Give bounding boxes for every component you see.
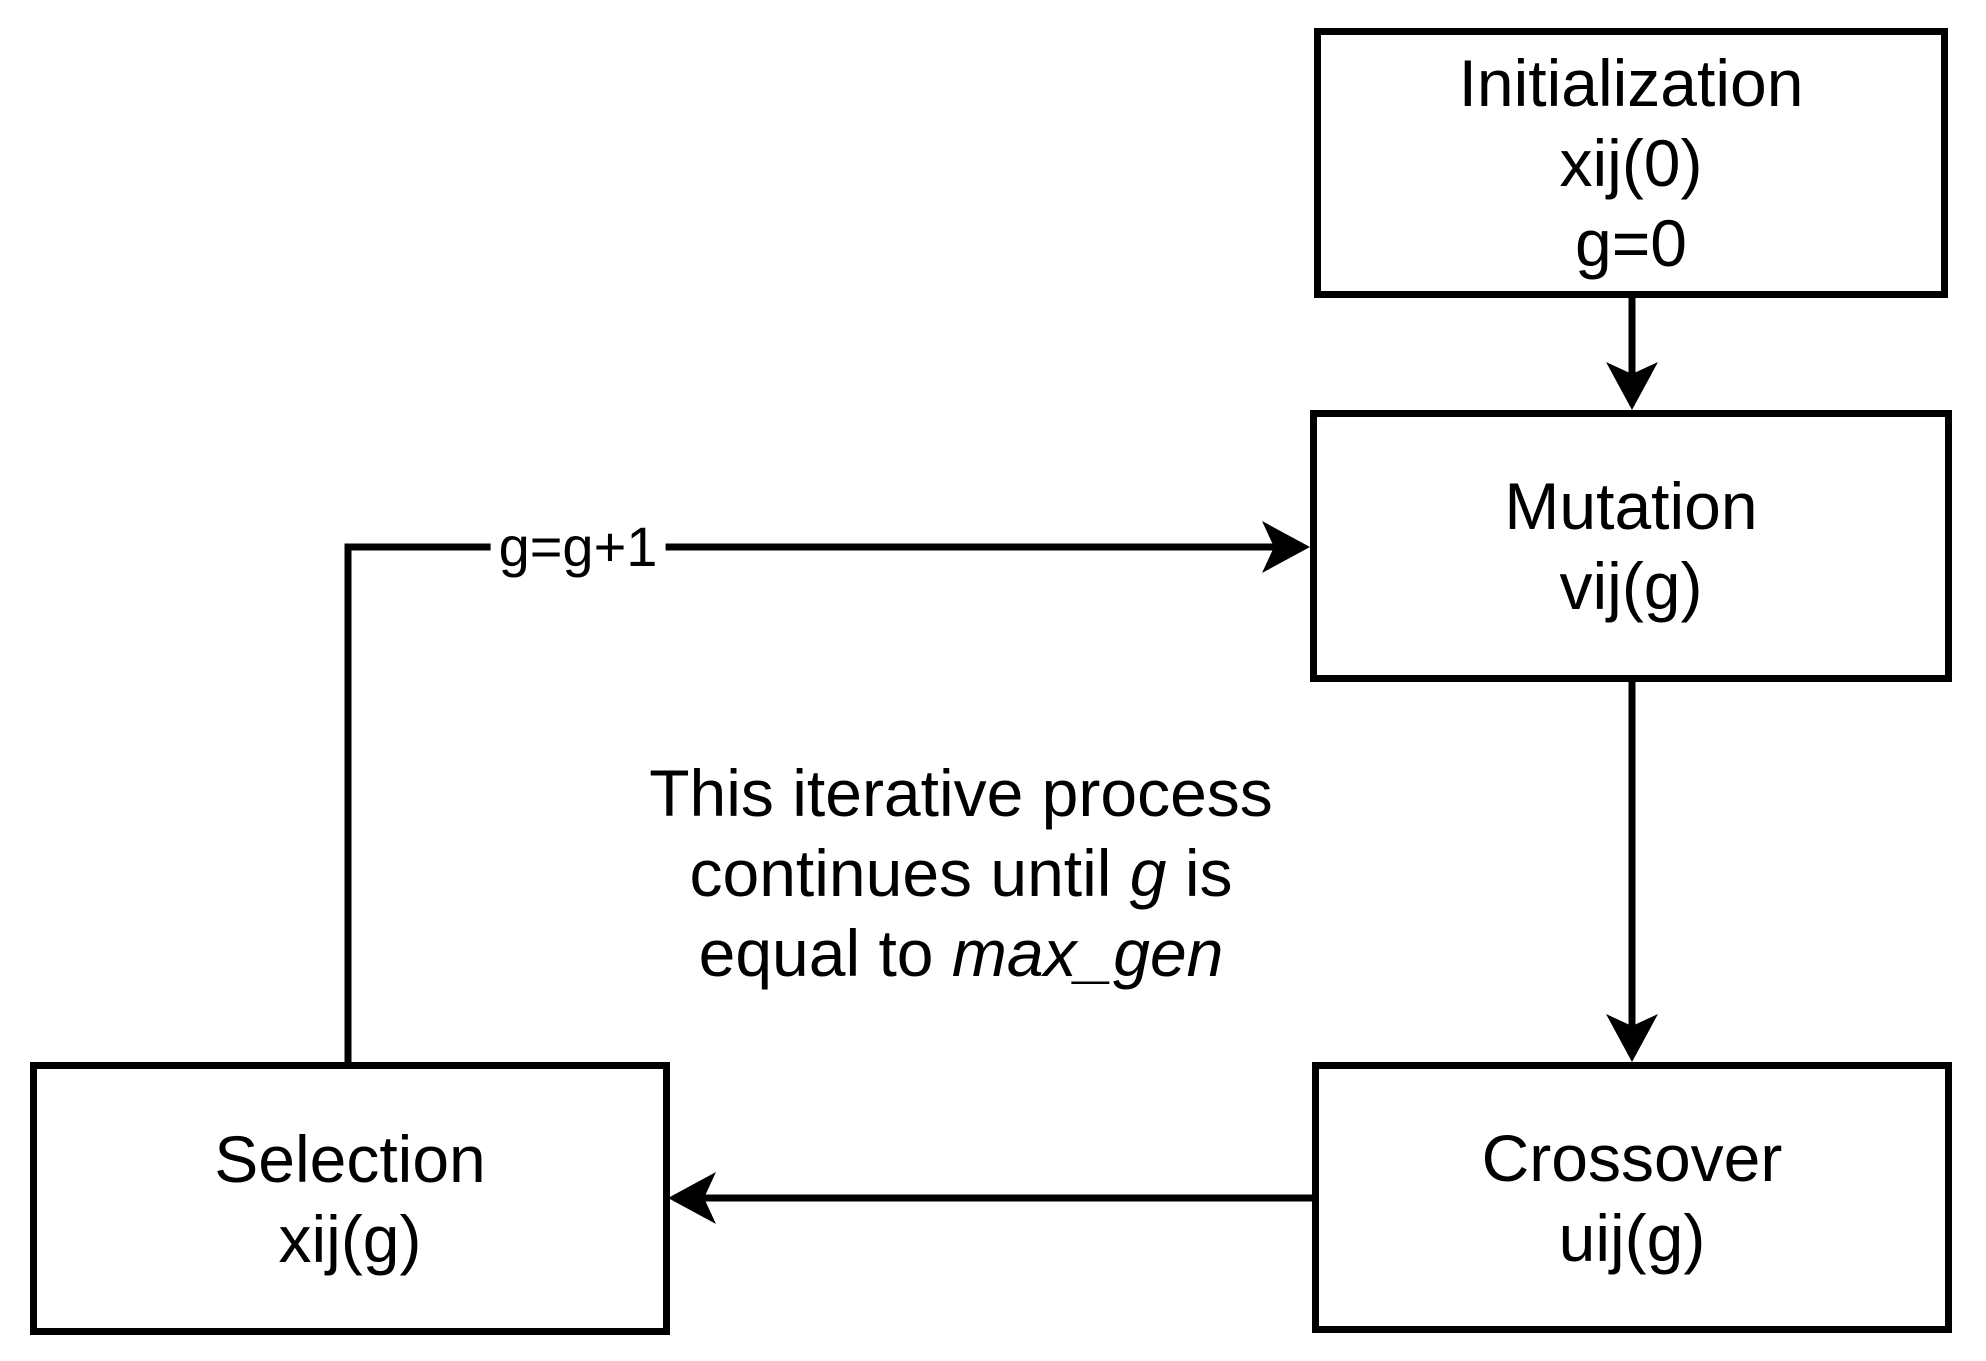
node-mutation-formula: vij(g) bbox=[1559, 549, 1703, 623]
node-selection-title: Selection bbox=[214, 1121, 486, 1196]
note-line-2-post: is bbox=[1166, 836, 1233, 910]
node-initialization-counter: g=0 bbox=[1575, 206, 1687, 280]
node-mutation: Mutation vij(g) bbox=[1310, 410, 1952, 682]
note-line-2-var-g: g bbox=[1129, 836, 1167, 910]
loop-increment-label: g=g+1 bbox=[490, 517, 666, 577]
arrowhead-into-mutation-top bbox=[1606, 362, 1658, 410]
node-initialization: Initialization xij(0) g=0 bbox=[1314, 28, 1948, 298]
note-line-2: continues until g is bbox=[649, 833, 1273, 913]
node-selection-formula: xij(g) bbox=[278, 1201, 422, 1276]
arrowhead-into-selection-right bbox=[668, 1172, 716, 1224]
note-line-2-pre: continues until bbox=[689, 836, 1130, 910]
arrowhead-into-mutation-left bbox=[1262, 521, 1310, 573]
note-line-3: equal to max_gen bbox=[649, 913, 1273, 993]
node-crossover-title: Crossover bbox=[1481, 1120, 1783, 1195]
node-crossover-formula: uij(g) bbox=[1558, 1200, 1706, 1275]
node-mutation-title: Mutation bbox=[1504, 469, 1758, 543]
note-line-3-pre: equal to bbox=[698, 916, 952, 990]
note-line-1: This iterative process bbox=[649, 756, 1273, 830]
edge-selection-loop-to-mutation bbox=[344, 543, 1278, 1062]
arrowhead-into-crossover-top bbox=[1606, 1014, 1658, 1062]
node-crossover: Crossover uij(g) bbox=[1312, 1062, 1952, 1333]
node-initialization-title: Initialization bbox=[1458, 46, 1804, 120]
node-selection: Selection xij(g) bbox=[30, 1062, 670, 1335]
node-initialization-formula: xij(0) bbox=[1559, 126, 1703, 200]
note-line-3-var-maxgen: max_gen bbox=[951, 916, 1224, 990]
iteration-note: This iterative process continues until g… bbox=[649, 753, 1273, 993]
